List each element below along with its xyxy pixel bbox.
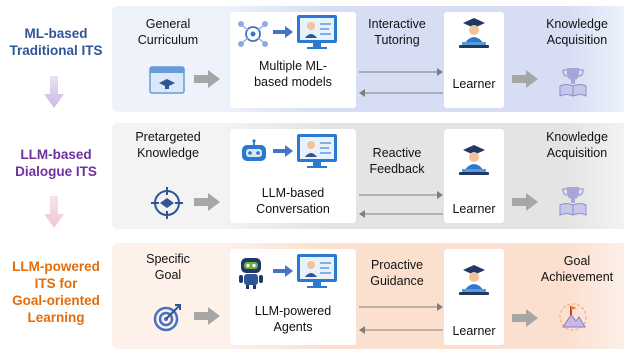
model-text: LLM-based Conversation bbox=[256, 186, 330, 216]
graduate-laptop-icon bbox=[459, 145, 489, 175]
interaction-text: Proactive Guidance bbox=[370, 258, 424, 288]
progression-arrow-1 bbox=[44, 76, 64, 108]
interaction-text: Reactive Feedback bbox=[369, 146, 425, 176]
graduate-laptop-icon bbox=[459, 18, 489, 48]
interaction-arrows bbox=[359, 68, 443, 97]
row-llm-powered-goal-oriented-its: Specific Goal LLM-powered Agents Proacti… bbox=[112, 243, 624, 349]
robot-agent-icon bbox=[239, 258, 263, 289]
right-arrow-icon bbox=[194, 70, 220, 88]
target-icon bbox=[151, 187, 183, 219]
learner-text: Learner bbox=[452, 324, 496, 338]
model-text: Multiple ML- based models bbox=[254, 59, 332, 89]
row-llm-based-dialogue-its: Pretargeted Knowledge LLM-based Conversa… bbox=[112, 123, 624, 229]
learner-text: Learner bbox=[452, 77, 496, 91]
learner-card bbox=[444, 129, 504, 223]
source-text: Specific Goal bbox=[146, 252, 190, 282]
right-arrow-icon bbox=[194, 193, 220, 211]
right-arrow-icon bbox=[273, 26, 293, 38]
source-text: Pretargeted Knowledge bbox=[135, 130, 201, 160]
source-text: General Curriculum bbox=[137, 17, 199, 47]
model-text: LLM-powered Agents bbox=[254, 304, 332, 334]
row-label-ml-based: ML-based Traditional ITS bbox=[9, 26, 103, 58]
teacher-screen-icon bbox=[297, 254, 337, 288]
learner-text: Learner bbox=[452, 202, 496, 216]
right-arrow-icon bbox=[194, 307, 220, 325]
mountain-flag-icon bbox=[559, 303, 587, 331]
interaction-arrows bbox=[359, 191, 443, 218]
right-arrow-icon bbox=[273, 265, 293, 277]
right-arrow-icon bbox=[512, 70, 538, 88]
chatbot-icon bbox=[242, 139, 266, 161]
row-label-llm-powered: LLM-powered ITS for Goal-oriented Learni… bbox=[12, 259, 100, 325]
progression-arrow-2 bbox=[44, 196, 64, 228]
goal-target-icon bbox=[153, 304, 181, 332]
row-label-llm-based: LLM-based Dialogue ITS bbox=[15, 147, 97, 179]
browser-window-icon bbox=[149, 66, 185, 94]
trophy-book-icon bbox=[559, 187, 587, 216]
teacher-screen-icon bbox=[297, 134, 337, 168]
interaction-arrows bbox=[359, 303, 443, 334]
right-arrow-icon bbox=[273, 145, 293, 157]
interaction-text: Interactive Tutoring bbox=[368, 17, 426, 47]
graduate-laptop-icon bbox=[459, 265, 489, 295]
outcome-text: Knowledge Acquisition bbox=[546, 130, 608, 160]
outcome-text: Goal Achievement bbox=[540, 254, 614, 284]
outcome-text: Knowledge Acquisition bbox=[546, 17, 608, 47]
right-arrow-icon bbox=[512, 193, 538, 211]
teacher-screen-icon bbox=[297, 15, 337, 49]
trophy-book-icon bbox=[559, 68, 587, 97]
row-ml-based-its: General Curriculum Multiple ML- based mo… bbox=[112, 6, 624, 112]
ml-model-network-icon bbox=[238, 21, 268, 47]
right-arrow-icon bbox=[512, 309, 538, 327]
